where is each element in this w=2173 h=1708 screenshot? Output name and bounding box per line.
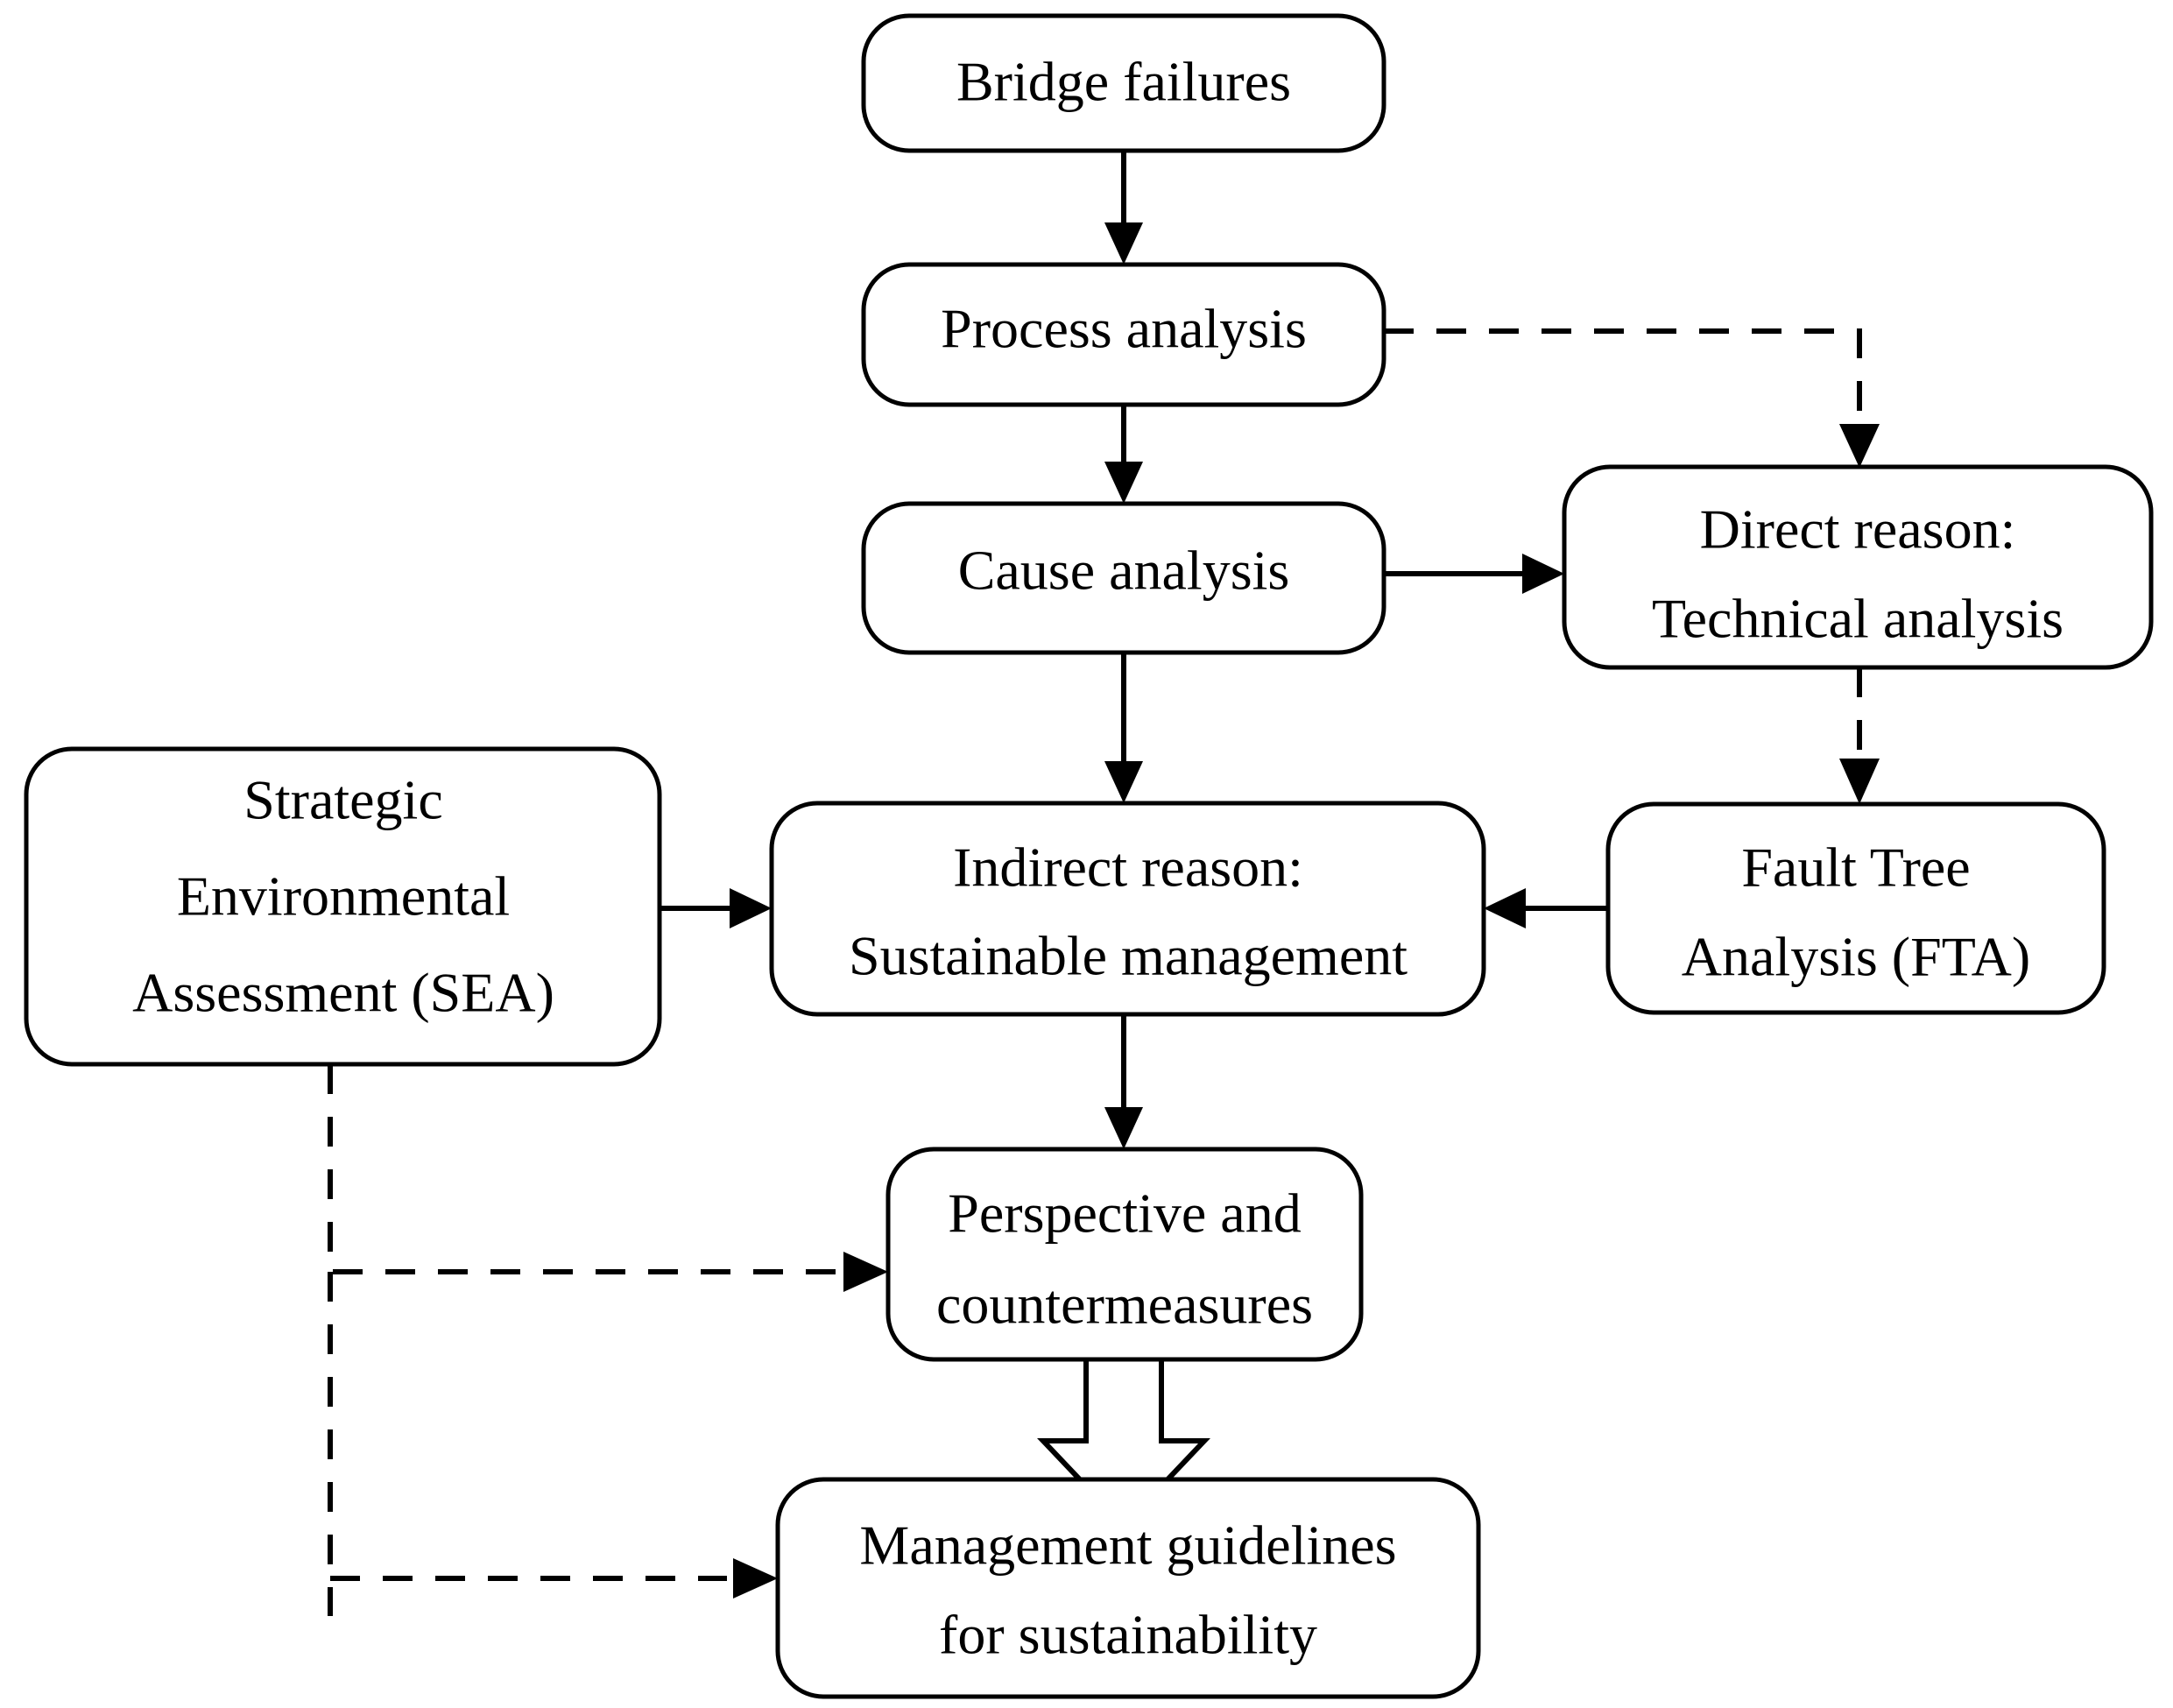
node-bridge-failures-shape[interactable] [861, 13, 1386, 153]
edge-bridge-to-process [1104, 151, 1143, 265]
node-process-analysis-shape[interactable] [861, 262, 1386, 407]
edge-sea-to-guidelines [328, 1272, 778, 1616]
node-bridge-failures[interactable]: Bridge failures [861, 13, 1386, 153]
node-direct-reason-shape[interactable] [1562, 464, 2154, 670]
node-fault-tree-analysis-label-line1: Fault Tree [1741, 836, 1970, 899]
node-fault-tree-analysis[interactable]: Fault Tree Analysis (FTA) [1605, 801, 2106, 1015]
node-strategic-environmental-assessment[interactable]: Strategic Environmental Assessment (SEA) [24, 746, 662, 1067]
node-bridge-failures-label: Bridge failures [956, 51, 1291, 113]
node-management-guidelines-label-line1: Management guidelines [859, 1514, 1396, 1577]
node-indirect-reason-shape[interactable] [769, 801, 1486, 1017]
edge-cause-to-indirect [1104, 653, 1143, 803]
node-indirect-reason-label-line2: Sustainable management [849, 925, 1408, 987]
node-management-guidelines-shape[interactable] [775, 1477, 1481, 1699]
node-strategic-environmental-assessment-shape[interactable] [24, 746, 662, 1067]
node-cause-analysis-shape[interactable] [861, 501, 1386, 655]
node-perspective-countermeasures-shape[interactable] [885, 1147, 1364, 1362]
node-process-analysis-label: Process analysis [941, 298, 1307, 360]
edge-sea-to-perspective [328, 1064, 888, 1292]
node-fault-tree-analysis-label-line2: Analysis (FTA) [1682, 926, 2030, 988]
edge-cause-to-direct [1384, 554, 1564, 594]
edge-direct-to-fta [1839, 667, 1880, 804]
node-direct-reason-label-line1: Direct reason: [1700, 498, 2016, 561]
node-indirect-reason[interactable]: Indirect reason: Sustainable management [769, 801, 1486, 1017]
node-fault-tree-analysis-shape[interactable] [1605, 801, 2106, 1015]
node-sea-label-line3: Assessment (SEA) [132, 962, 554, 1024]
node-direct-reason-label-line2: Technical analysis [1652, 588, 2064, 650]
edge-process-to-cause [1104, 405, 1143, 504]
edge-sea-to-indirect [660, 888, 772, 928]
node-cause-analysis[interactable]: Cause analysis [861, 501, 1386, 655]
node-management-guidelines[interactable]: Management guidelines for sustainability [775, 1477, 1481, 1699]
node-perspective-countermeasures[interactable]: Perspective and countermeasures [885, 1147, 1364, 1362]
node-management-guidelines-label-line2: for sustainability [939, 1604, 1317, 1666]
edge-fta-to-indirect [1484, 888, 1608, 928]
node-process-analysis[interactable]: Process analysis [861, 262, 1386, 407]
node-cause-analysis-label: Cause analysis [958, 540, 1290, 602]
node-perspective-label-line1: Perspective and [948, 1182, 1301, 1245]
node-indirect-reason-label-line1: Indirect reason: [953, 836, 1303, 899]
node-sea-label-line1: Strategic [243, 769, 442, 831]
node-direct-reason[interactable]: Direct reason: Technical analysis [1562, 464, 2154, 670]
node-sea-label-line2: Environmental [177, 865, 510, 928]
edge-process-to-direct [1384, 328, 1880, 468]
node-perspective-label-line2: countermeasures [936, 1274, 1313, 1336]
edge-indirect-to-perspective [1104, 1014, 1143, 1149]
